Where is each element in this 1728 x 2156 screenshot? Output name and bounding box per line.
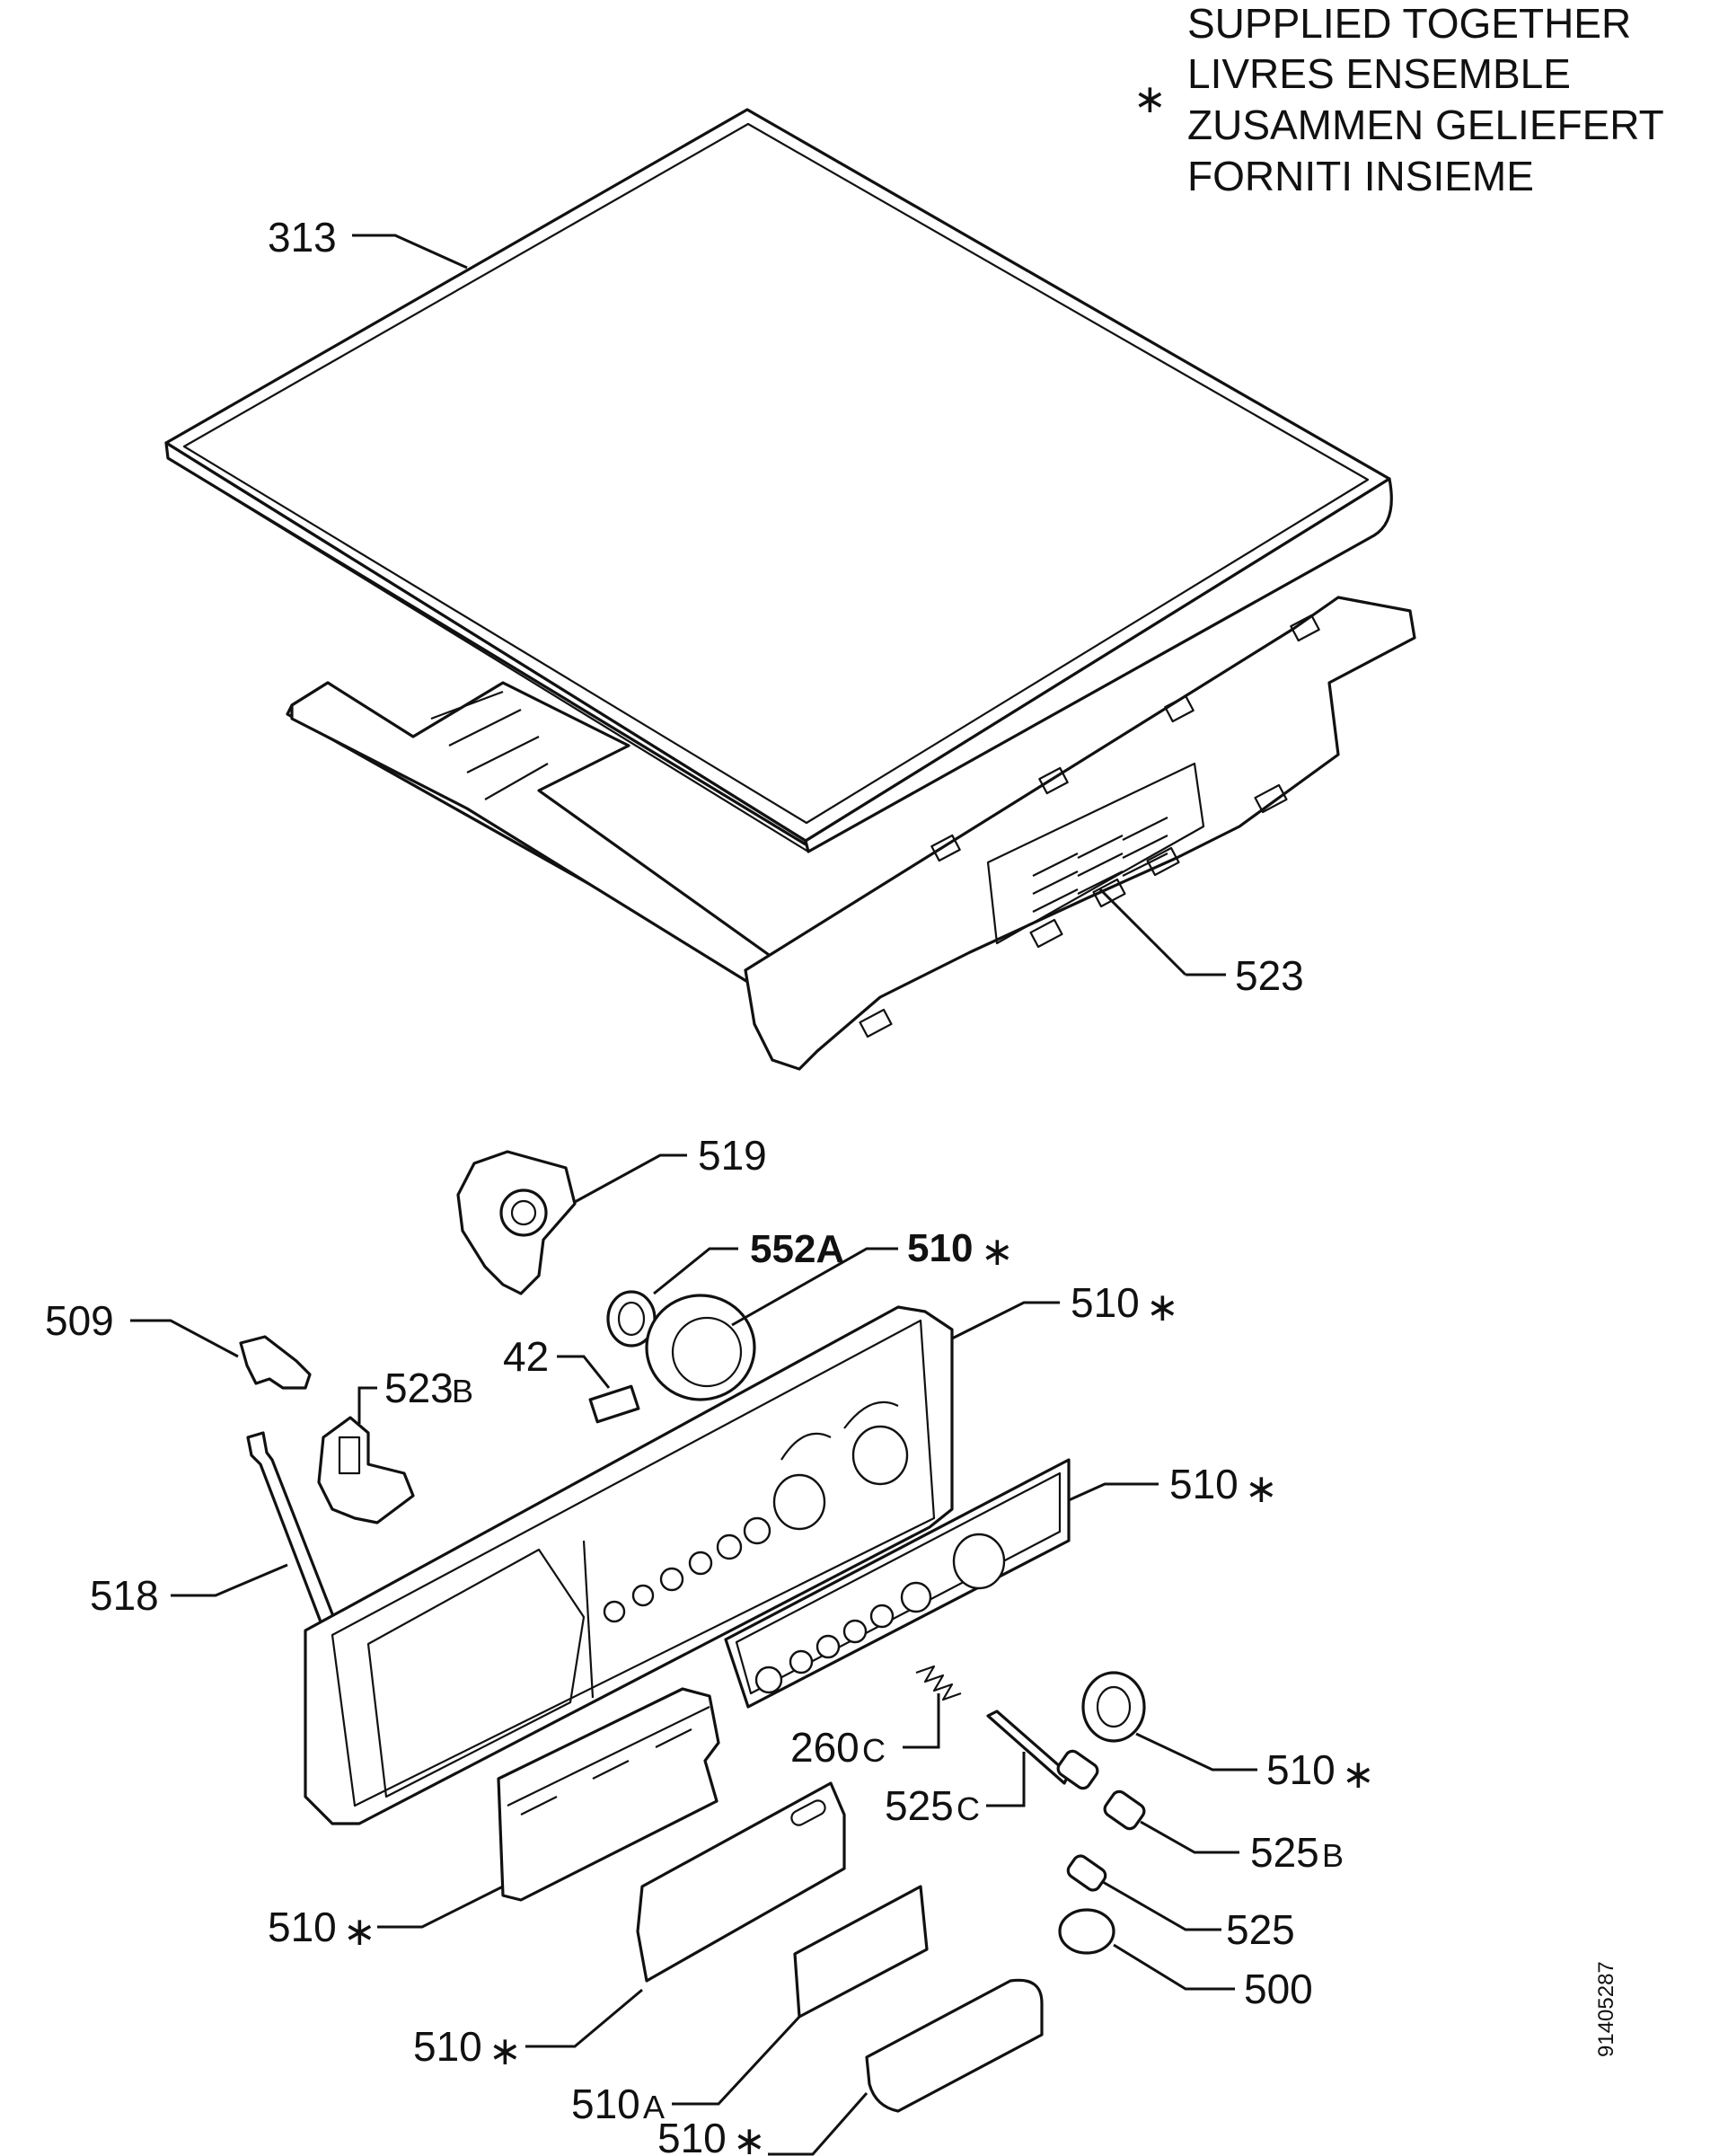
label-519: 519 <box>698 1132 767 1179</box>
svg-text:510: 510 <box>657 2115 727 2156</box>
part-500 <box>1058 1908 1115 1955</box>
part-42 <box>588 1384 640 1424</box>
part-552a <box>606 1290 657 1348</box>
leader-510-flap <box>525 1988 643 2048</box>
leader-518 <box>171 1563 288 1597</box>
leader-525 <box>1102 1880 1221 1931</box>
svg-text:510: 510 <box>413 2023 482 2070</box>
part-510-bottom <box>865 1978 1044 2113</box>
svg-text:B: B <box>1322 1837 1344 1874</box>
svg-text:∗: ∗ <box>1146 1285 1179 1330</box>
label-518: 518 <box>90 1572 159 1619</box>
label-525c: 525 C <box>885 1782 980 1829</box>
part-510-panel <box>304 1305 954 1825</box>
svg-text:C: C <box>957 1790 980 1827</box>
leader-523b <box>357 1386 377 1424</box>
svg-text:∗: ∗ <box>1342 1752 1375 1798</box>
part-260c-spring <box>915 1665 962 1701</box>
svg-text:510: 510 <box>268 1904 337 1950</box>
label-552a: 552A <box>750 1227 844 1271</box>
label-510-knob-right: 510 ∗ <box>1266 1746 1375 1798</box>
legend-asterisk: ∗ <box>1133 76 1167 122</box>
part-525b <box>1103 1789 1146 1831</box>
svg-text:510: 510 <box>571 2081 640 2127</box>
leader-313 <box>352 234 468 270</box>
label-510-facia: 510 ∗ <box>1169 1461 1278 1512</box>
part-523-frame <box>286 596 1416 1071</box>
leader-525c <box>986 1752 1026 1807</box>
svg-text:∗: ∗ <box>981 1229 1014 1275</box>
legend-line-de: ZUSAMMEN GELIEFERT <box>1187 102 1664 148</box>
svg-text:A: A <box>643 2089 665 2125</box>
leader-510-facia <box>1068 1482 1159 1502</box>
svg-text:525: 525 <box>1250 1829 1319 1876</box>
leader-42 <box>557 1355 611 1389</box>
part-510-flap <box>636 1781 846 1983</box>
label-260c: 260 C <box>790 1724 886 1771</box>
label-510-panel: 510 ∗ <box>1071 1279 1179 1330</box>
part-525 <box>1066 1854 1107 1892</box>
leader-510a <box>672 2015 801 2106</box>
legend-line-en: SUPPLIED TOGETHER <box>1187 0 1631 47</box>
label-510a: 510 A <box>571 2081 665 2127</box>
part-313-worktop <box>164 108 1393 853</box>
legend: ∗ SUPPLIED TOGETHER LIVRES ENSEMBLE ZUSA… <box>1133 0 1664 199</box>
legend-line-it: FORNITI INSIEME <box>1187 153 1534 199</box>
part-519 <box>456 1150 577 1295</box>
label-510-flap: 510 ∗ <box>413 2023 522 2074</box>
svg-text:510: 510 <box>907 1226 973 1270</box>
part-523b <box>317 1416 415 1524</box>
label-500: 500 <box>1244 1966 1313 2012</box>
part-510a <box>793 1885 929 2019</box>
document-number: 91405287 <box>1594 1961 1618 2057</box>
part-510-facia <box>724 1458 1071 1709</box>
label-510-knob-top: 510 ∗ <box>907 1226 1014 1275</box>
svg-text:C: C <box>862 1732 886 1769</box>
label-525: 525 <box>1226 1906 1295 1953</box>
label-510-drawer: 510 ∗ <box>268 1904 376 1955</box>
leader-lines <box>130 234 1257 2156</box>
leader-523 <box>1098 888 1187 976</box>
part-510-knob-right <box>1081 1671 1146 1743</box>
part-510-knob <box>645 1294 756 1401</box>
leader-552a <box>653 1247 738 1295</box>
part-525c-pin <box>986 1710 1099 1790</box>
svg-text:510: 510 <box>1071 1279 1140 1326</box>
leader-509 <box>130 1319 239 1358</box>
leader-525b <box>1140 1820 1239 1854</box>
svg-text:∗: ∗ <box>489 2028 522 2074</box>
label-42: 42 <box>503 1333 549 1380</box>
svg-text:510: 510 <box>1266 1746 1336 1793</box>
label-509: 509 <box>45 1297 114 1344</box>
legend-line-fr: LIVRES ENSEMBLE <box>1187 50 1571 97</box>
leader-510-knob-right <box>1135 1732 1257 1772</box>
leader-519 <box>574 1153 687 1204</box>
svg-text:∗: ∗ <box>1245 1466 1278 1512</box>
svg-text:523: 523 <box>384 1365 454 1411</box>
leader-510-knob <box>731 1247 898 1327</box>
svg-text:510: 510 <box>1169 1461 1239 1507</box>
label-523: 523 <box>1235 952 1304 999</box>
part-509 <box>239 1335 312 1390</box>
label-313: 313 <box>268 214 337 261</box>
label-523b: 523 B <box>384 1365 473 1411</box>
svg-text:∗: ∗ <box>733 2118 766 2156</box>
svg-text:∗: ∗ <box>343 1909 376 1955</box>
part-labels: 313 523 519 552A 510 ∗ 510 ∗ 509 42 523 … <box>45 214 1375 2156</box>
svg-text:B: B <box>452 1373 473 1409</box>
leader-500 <box>1113 1943 1235 1991</box>
leader-510-drawer <box>377 1885 504 1929</box>
label-510-bottom: 510 ∗ <box>657 2115 766 2156</box>
panel-holes <box>603 1401 909 1623</box>
part-510-drawer <box>497 1687 720 1902</box>
svg-text:260: 260 <box>790 1724 860 1771</box>
label-525b: 525 B <box>1250 1829 1344 1876</box>
leader-510-bottom <box>768 2092 868 2156</box>
leader-510-panel <box>951 1301 1060 1340</box>
leader-260c <box>903 1693 940 1749</box>
svg-text:525: 525 <box>885 1782 954 1829</box>
